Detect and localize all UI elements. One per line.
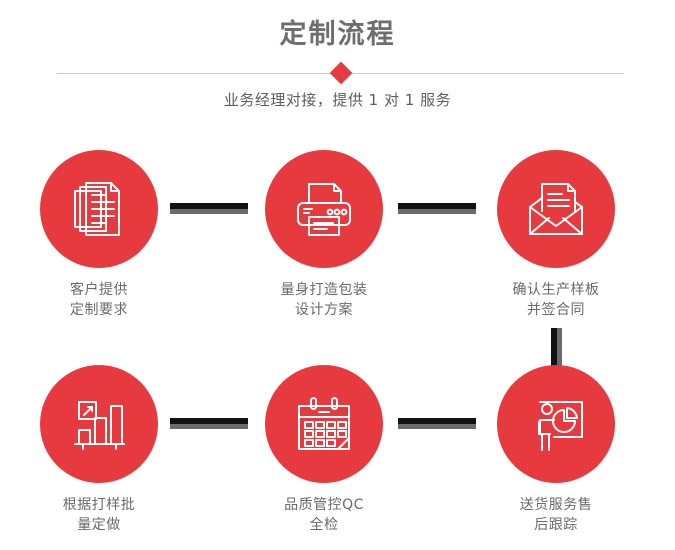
bar-chart-growth-icon	[74, 401, 125, 450]
flow-step-3-icon-circle	[497, 150, 615, 268]
connector-bar-left	[551, 328, 557, 366]
connector-step2-step3	[398, 203, 476, 214]
diamond-icon	[329, 61, 352, 85]
connector-bar-bottom	[398, 424, 476, 429]
flow-step-5[interactable]: 品质管控QC 全检	[234, 365, 414, 535]
flow-step-2-caption: 量身打造包装 设计方案	[280, 282, 368, 318]
flow-step-6-caption: 送货服务售 后跟踪	[519, 497, 593, 533]
flow-step-4-icon-circle	[40, 365, 158, 483]
flow-step-3[interactable]: 确认生产样板 并签合同	[466, 150, 646, 320]
connector-bar-bottom	[170, 424, 248, 429]
connector-bar-top	[170, 203, 248, 209]
connector-bar-top	[398, 203, 476, 209]
flow-step-4[interactable]: 根据打样批 量定做	[9, 365, 189, 535]
flow-step-5-caption: 品质管控QC 全检	[284, 497, 364, 533]
page-title: 定制流程	[279, 19, 396, 50]
connector-step4-step5	[170, 418, 248, 429]
flow-step-6[interactable]: 送货服务售 后跟踪	[466, 365, 646, 535]
flow-step-6-icon-circle	[497, 365, 615, 483]
open-envelope-document-icon	[529, 183, 583, 235]
connector-step1-step2	[170, 203, 248, 214]
stacked-documents-icon	[74, 182, 120, 236]
connector-bar-right	[557, 328, 562, 366]
connector-bar-top	[398, 418, 476, 424]
page-subtitle: 业务经理对接，提供 1 对 1 服务	[223, 91, 452, 109]
printer-icon	[297, 183, 351, 236]
connector-bar-bottom	[398, 209, 476, 214]
flow-step-3-caption: 确认生产样板 并签合同	[512, 282, 600, 318]
flow-step-2-icon-circle	[265, 150, 383, 268]
connector-step3-step6	[551, 328, 562, 366]
flow-step-5-icon-circle	[265, 365, 383, 483]
flow-step-1-icon-circle	[40, 150, 158, 268]
calendar-edit-icon	[298, 397, 350, 450]
connector-step5-step6	[398, 418, 476, 429]
flow-step-4-caption: 根据打样批 量定做	[62, 497, 136, 533]
title-divider	[57, 61, 624, 86]
connector-bar-top	[170, 418, 248, 424]
connector-bar-bottom	[170, 209, 248, 214]
flow-step-1-caption: 客户提供 定制要求	[70, 282, 128, 318]
process-flow-diagram: 客户提供 定制要求 量身打造包装 设计方案	[0, 150, 675, 550]
flow-step-1[interactable]: 客户提供 定制要求	[9, 150, 189, 320]
flow-step-2[interactable]: 量身打造包装 设计方案	[234, 150, 414, 320]
presenter-pie-chart-icon	[538, 401, 583, 451]
